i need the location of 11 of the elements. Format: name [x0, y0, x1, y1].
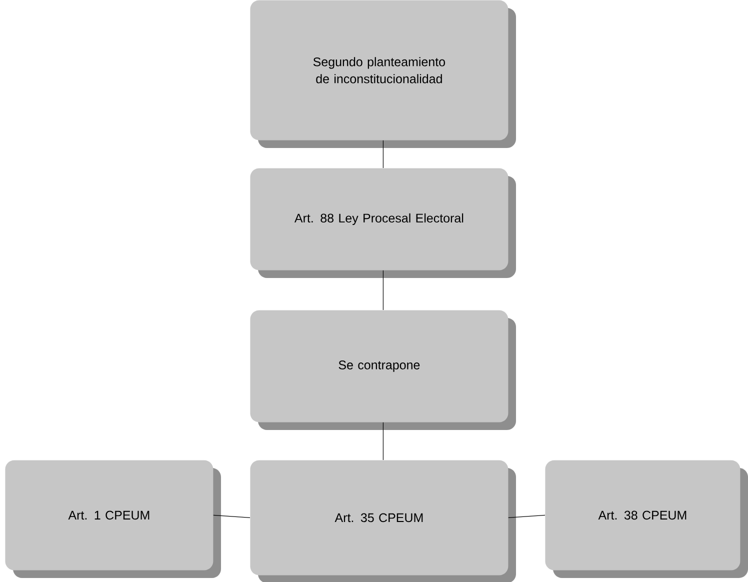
connector-line [213, 514, 250, 518]
connector-line [382, 422, 384, 460]
process-box: Art. 35 CPEUM [250, 460, 516, 582]
connector-line [382, 140, 384, 168]
process-box: Se contrapone [250, 310, 516, 430]
connector-line [508, 514, 546, 518]
process-box: Art. 38 CPEUM [545, 460, 748, 578]
connector-line [382, 270, 384, 310]
process-box: Segundo planteamiento de inconstitucionalidad [250, 0, 516, 148]
process-box: Art. 88 Ley Procesal Electoral [250, 168, 516, 278]
process-box: Art. 1 CPEUM [5, 460, 221, 578]
